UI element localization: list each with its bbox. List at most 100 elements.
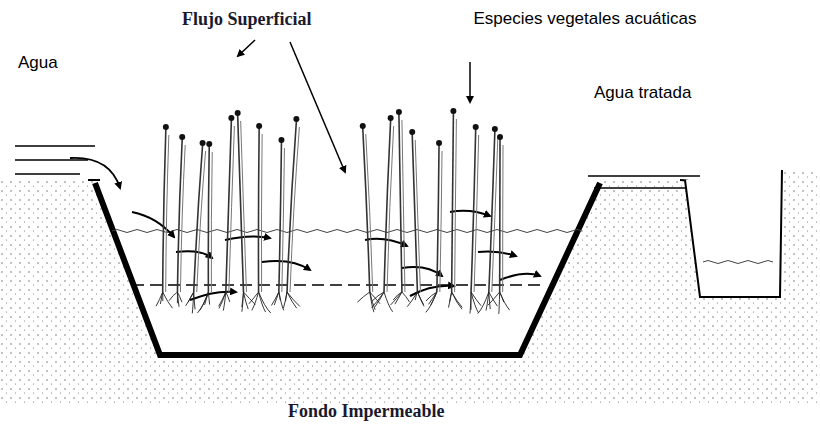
reed-stroke [450,108,456,114]
reed-stroke [163,124,169,130]
reed-stroke [229,126,235,292]
reed-stroke [249,292,259,304]
reed-stroke [166,135,169,292]
reed-stroke [156,292,163,306]
reed-stroke [500,292,504,302]
reed-stroke [366,134,373,292]
reed-stroke [293,116,299,122]
reed-stroke [363,128,370,292]
reed-stroke [426,292,437,312]
reed-stroke [387,126,394,292]
reed-stroke [452,292,462,309]
reed-stroke [360,123,366,129]
reed-stroke [219,292,226,306]
reed-stroke [163,292,173,308]
reed-stroke [452,113,454,292]
reed-stroke [473,124,479,130]
reed-stroke [256,123,262,129]
reed-stroke [197,292,208,313]
reed-stroke [455,119,457,292]
reed-stroke [417,292,423,305]
reed-stroke [287,121,296,292]
reed-stroke [488,292,500,305]
reed-stroke [372,292,384,308]
inlet-label: Agua [18,52,58,74]
reed-stroke [399,114,402,292]
outlet-label: Agua tratada [594,82,691,104]
reed-stroke [206,141,212,147]
reed-stroke [177,139,182,292]
reed-stroke [290,127,299,292]
reed-stroke [502,145,503,292]
reed-stroke [486,292,489,311]
reed-stroke [177,292,179,307]
reed-stroke [188,292,194,302]
reed-stroke [208,146,211,292]
reed-stroke [471,292,478,313]
reed-stroke [429,292,437,304]
reed-stroke [409,129,415,135]
reed-stroke [208,292,209,305]
reed-stroke [436,140,442,146]
reed-plants [156,108,510,314]
reed-stroke [278,137,284,143]
reed-stroke [211,152,213,292]
reed-stroke [498,292,500,314]
reed-stroke [388,115,394,121]
reed-stroke [179,134,185,140]
reed-stroke [440,151,442,292]
reed-stroke [160,292,162,304]
reed-stroke [370,292,374,312]
reed-stroke [391,292,402,305]
reed-stroke [489,131,495,292]
reed-stroke [261,134,263,292]
reed-stroke [259,292,271,313]
reed-stroke [200,140,206,146]
reed-stroke [437,145,439,292]
plant-label: Especies vegetales acuáticas [460,8,710,30]
reed-stroke [407,292,417,307]
reed-stroke [357,292,369,302]
reed-stroke [375,292,384,307]
reed-stroke [402,120,405,292]
reed-stroke [242,292,244,312]
reed-stroke [415,140,420,292]
reed-stroke [492,126,498,132]
bottom-label: Fondo Impermeable [288,400,445,422]
reed-stroke [241,121,247,292]
reed-stroke [500,292,510,310]
reed-stroke [478,292,489,314]
reed-stroke [415,292,417,300]
reed-stroke [470,292,471,314]
reed-stroke [226,292,230,302]
reed-stroke [271,292,278,306]
reed-stroke [412,134,417,292]
reed-stroke [194,292,195,309]
reed-stroke [238,115,244,292]
reed-stroke [283,292,287,308]
flow-label: Flujo Superficial [182,8,312,30]
reed-stroke [228,115,234,121]
reed-stroke [279,142,282,292]
reed-stroke [396,109,402,115]
reed-stroke [489,292,490,309]
reed-stroke [252,292,259,310]
reed-stroke [282,148,285,292]
reed-stroke [226,120,232,292]
reed-stroke [180,145,185,292]
reed-stroke [393,292,402,300]
reed-stroke [402,292,410,302]
reed-stroke [448,292,451,308]
reed-stroke [169,292,177,301]
reed-stroke [497,134,503,140]
reed-stroke [450,292,452,302]
reed-stroke [384,292,393,312]
reed-stroke [286,292,288,301]
reed-stroke [417,292,424,306]
reed-stroke [287,292,297,308]
reed-stroke [279,292,284,310]
reed-stroke [258,128,260,292]
reed-stroke [492,137,498,292]
